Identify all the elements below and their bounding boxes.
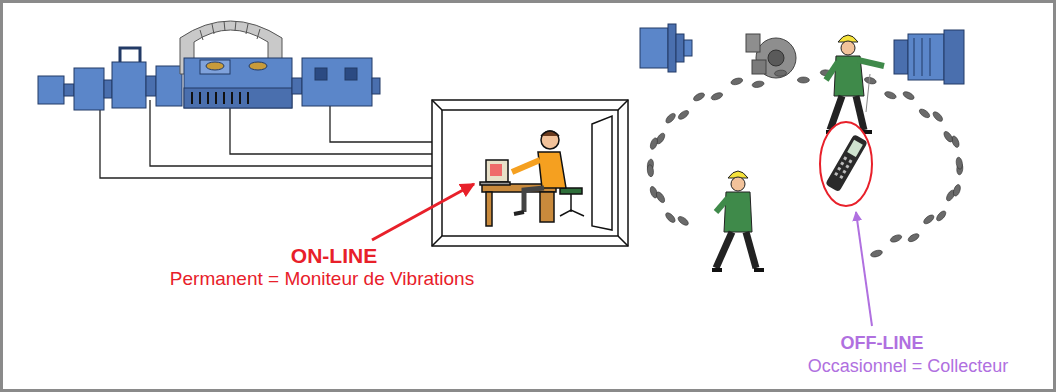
footprint [677,109,690,121]
callout-arrow [856,212,872,326]
worker [712,171,764,270]
footprint [955,157,963,170]
worker [826,35,884,132]
footprint [907,232,920,243]
footprint [797,77,809,83]
footprint [655,191,667,204]
footprint [902,90,915,101]
footprint [870,249,883,258]
callout-arrow [372,184,474,240]
footprint [774,70,786,77]
wires [100,100,432,178]
footprint [677,215,690,227]
footprint [931,110,944,123]
right-machines [640,24,964,84]
footprint [918,107,931,119]
footprint [922,213,935,225]
footprint [647,164,654,177]
mode-title: OFF-LINE [841,333,924,354]
leader-line [866,74,870,112]
footprint [664,112,677,125]
footprint [942,130,954,143]
footprint [649,137,659,150]
footprint [864,76,877,85]
machine-train [38,21,380,110]
control-room [432,100,628,246]
footprint [952,184,962,197]
mode-description: Occasionnel = Collecteur [808,356,1009,377]
footprint [884,90,897,100]
footprint [752,80,765,88]
mode-description: Permanent = Moniteur de Vibrations [170,268,474,290]
mode-title: ON-LINE [291,244,377,268]
footprint [889,233,902,243]
data-collector [820,122,872,206]
footprints [647,69,964,258]
footprint [692,91,705,102]
footprint [664,211,677,224]
footprint [730,77,743,86]
footprint [710,91,723,101]
footprint [935,209,947,222]
